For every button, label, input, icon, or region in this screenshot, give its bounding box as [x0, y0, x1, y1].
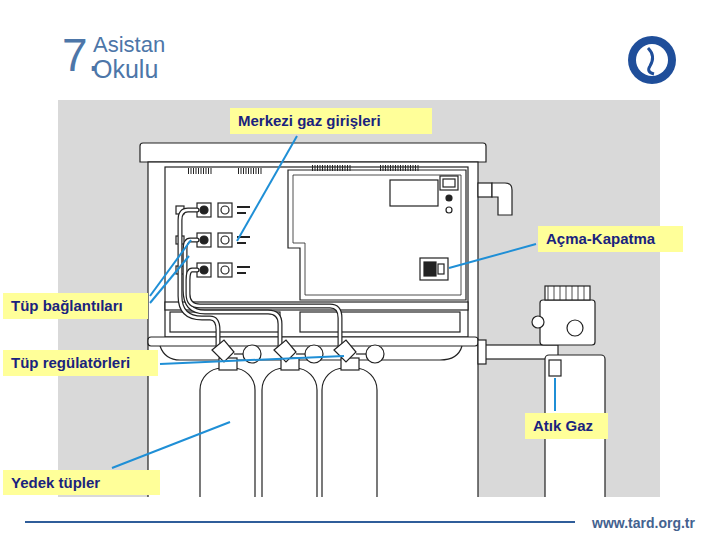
drawing-rect	[424, 262, 436, 276]
drawing-circle	[532, 316, 544, 328]
drawing-line	[237, 136, 297, 241]
drawing-line	[449, 244, 536, 268]
drawing-line	[112, 422, 230, 468]
drawing-circle	[636, 44, 668, 76]
drawing-circle	[305, 345, 323, 363]
drawing-g	[180, 210, 340, 348]
callout-box: Merkezi gaz girişleri	[230, 108, 432, 134]
callout-label: Atık Gaz	[533, 418, 593, 435]
drawing-line	[237, 212, 246, 214]
label-holder: www.tard.org.tr	[592, 514, 695, 532]
callout-label: Açma-Kapatma	[546, 231, 655, 248]
callout-label: Yedek tüpler	[11, 475, 100, 492]
drawing-path	[185, 240, 280, 348]
drawing-rect	[478, 183, 492, 197]
drawing-circle	[200, 266, 208, 274]
drawing-line	[237, 272, 246, 274]
drawing-circle	[628, 36, 676, 84]
drawing-path	[334, 340, 356, 362]
drawing-circle	[200, 236, 208, 244]
machine	[140, 143, 605, 497]
drawing-rect	[200, 368, 255, 497]
drawing-path	[492, 183, 512, 215]
drawing-rect	[390, 180, 438, 206]
drawing-path	[188, 270, 340, 348]
callout-label: Tüp regülatörleri	[11, 355, 130, 372]
drawing-circle	[446, 195, 452, 201]
drawing-rect	[218, 203, 232, 217]
drawing-line	[237, 242, 246, 244]
drawing-line	[554, 286, 555, 300]
drawing-path	[188, 270, 340, 348]
drawing-line	[234, 353, 243, 354]
callout-label: Merkezi gaz girişleri	[238, 113, 381, 130]
drawing-line	[548, 286, 549, 300]
drawing-path	[293, 175, 461, 295]
drawing-line	[237, 206, 250, 208]
drawing-g	[188, 168, 420, 171]
drawing-rect	[218, 233, 232, 247]
drawing-rect	[440, 176, 458, 190]
drawing-rect	[549, 360, 561, 376]
drawing-rect	[540, 300, 595, 345]
drawing-path	[185, 240, 280, 348]
label-holder: Asistan	[93, 34, 165, 56]
drawing-rect	[545, 286, 590, 300]
drawing-line	[584, 286, 585, 300]
drawing-circle	[446, 207, 452, 213]
callout-label: Tüp bağlantıları	[11, 298, 123, 315]
drawing-circle	[221, 236, 229, 244]
drawing-path	[140, 143, 486, 162]
drawing-line	[566, 286, 567, 300]
drawing-rect	[438, 264, 444, 274]
callout-box: Tüp bağlantıları	[3, 293, 148, 319]
drawing-path	[288, 170, 466, 300]
drawing-line	[572, 286, 573, 300]
drawing-g	[212, 340, 384, 363]
drawing-line	[150, 240, 191, 296]
drawing-circle	[221, 206, 229, 214]
leader-lines	[112, 136, 555, 468]
drawing-circle	[567, 320, 583, 336]
drawing-line	[380, 165, 420, 171]
drawing-line	[188, 168, 212, 174]
drawing-rect	[262, 368, 317, 497]
drawing-line	[237, 266, 250, 268]
logo-emblem	[628, 36, 676, 84]
drawing-circle	[221, 266, 229, 274]
drawing-line	[150, 256, 189, 303]
drawing-line	[312, 165, 352, 171]
drawing-circle	[366, 345, 384, 363]
drawing-path	[212, 340, 234, 362]
callout-box: Tüp regülatörleri	[3, 350, 158, 376]
label-holder: Okulu	[93, 57, 158, 82]
callout-box: Yedek tüpler	[3, 470, 160, 495]
footer-url: www.tard.org.tr	[592, 516, 695, 530]
logo-text: Okulu	[93, 57, 158, 82]
drawing-rect	[478, 340, 486, 364]
drawing-line	[160, 356, 344, 364]
drawing-line	[560, 286, 561, 300]
callout-box: Açma-Kapatma	[538, 226, 683, 252]
drawing-rect	[218, 263, 232, 277]
drawing-line	[296, 353, 305, 354]
drawing-rect	[322, 368, 377, 497]
drawing-rect	[443, 179, 455, 187]
drawing-line	[578, 286, 579, 300]
drawing-path	[648, 48, 654, 74]
drawing-line	[554, 378, 556, 411]
drawing-line	[238, 168, 262, 174]
drawing-rect	[420, 258, 448, 280]
drawing-line	[356, 353, 366, 354]
drawing-circle	[200, 206, 208, 214]
logo-text: Asistan	[93, 34, 165, 56]
callout-box: Atık Gaz	[525, 413, 608, 439]
drawing-rect	[300, 312, 460, 332]
footer-rule	[25, 521, 575, 523]
